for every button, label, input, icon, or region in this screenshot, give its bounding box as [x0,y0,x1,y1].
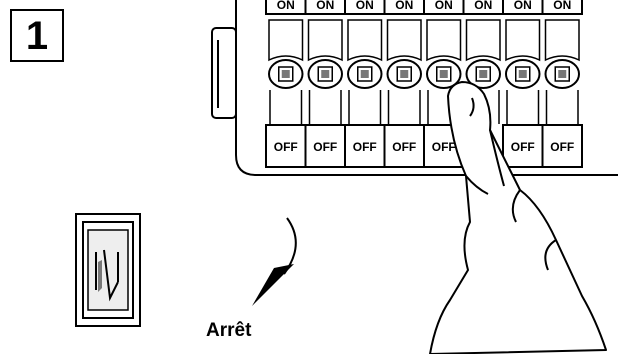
breaker-switch-6: ON [462,0,504,124]
off-label-3: OFF [353,140,377,154]
pointing-hand-icon [429,81,607,354]
breaker-switch-2: ON OFF [304,0,346,168]
breaker-panel-icon [211,0,618,176]
on-label-1: ON [277,0,295,12]
off-label-7: OFF [511,140,535,154]
on-label-8: ON [553,0,571,12]
off-label-1: OFF [274,140,298,154]
breaker-switch-row: ON OFF ON OFF ON OFF ON OFF ON OFF ON ON OFF ON OFF [265,0,583,168]
off-label-5: OFF [432,140,456,154]
rocker-switch-icon [75,213,141,327]
breaker-switch-4: ON OFF [383,0,425,168]
breaker-switch-1: ON OFF [265,0,307,168]
on-label-4: ON [395,0,413,12]
on-label-6: ON [474,0,492,12]
step-number: 1 [25,13,49,58]
off-label-8: OFF [550,140,574,154]
breaker-switch-3: ON OFF [344,0,386,168]
step-badge: 1 [10,9,64,62]
off-label-2: OFF [313,140,337,154]
curved-arrow-icon [252,217,297,306]
on-label-2: ON [316,0,334,12]
on-label-7: ON [514,0,532,12]
on-label-3: ON [356,0,374,12]
caption-text: Arrêt [206,320,252,341]
on-label-5: ON [435,0,453,12]
breaker-switch-8: ON OFF [541,0,583,168]
off-label-4: OFF [392,140,416,154]
breaker-switch-7: ON OFF [502,0,544,168]
